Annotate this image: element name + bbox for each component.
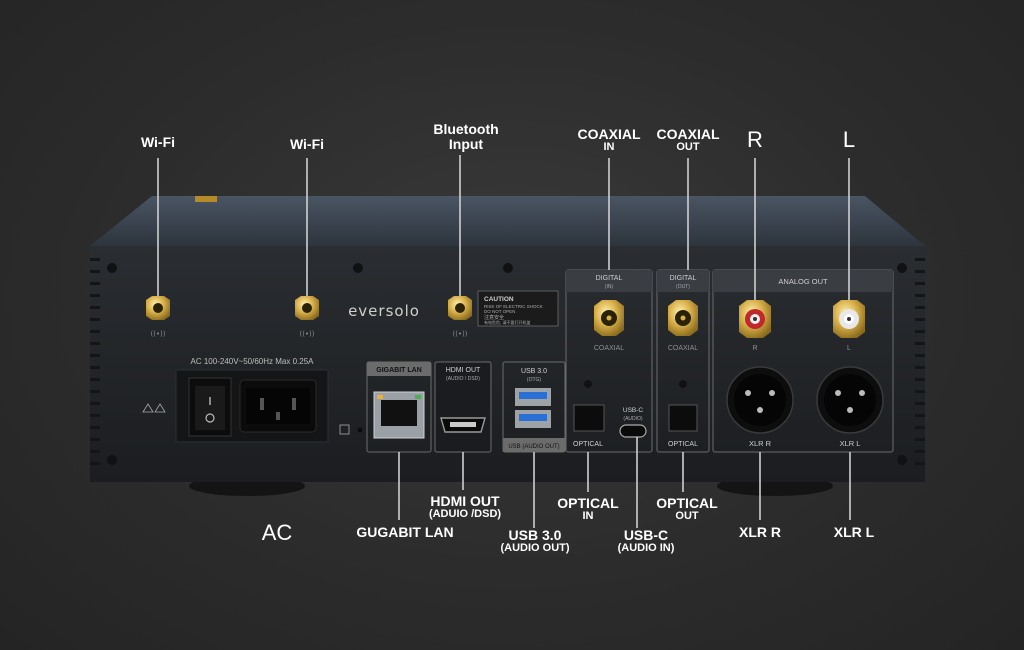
- label-coaxial-in: COAXIAL IN: [577, 126, 641, 153]
- svg-text:DIGITAL: DIGITAL: [670, 275, 697, 282]
- brand-logo: eversolo: [348, 302, 420, 320]
- iec-inlet: [239, 379, 317, 433]
- svg-text:(AUDIO): (AUDIO): [623, 416, 643, 422]
- svg-text:(OTG): (OTG): [527, 377, 541, 383]
- label-optical-in: OPTICAL IN: [557, 495, 619, 522]
- chassis-top: [90, 196, 925, 246]
- svg-text:R: R: [752, 345, 757, 352]
- label-hdmi-out: HDMI OUT (ADUIO /DSD): [428, 493, 502, 520]
- label-usb-30: USB 3.0 (AUDIO OUT): [500, 527, 570, 554]
- ground-screw: [357, 427, 363, 433]
- label-analog-l: L: [842, 127, 856, 152]
- wifi-connector-2: ((•)): [295, 296, 319, 338]
- svg-text:COAXIAL: COAXIAL: [668, 345, 698, 352]
- caution-label: CAUTION RISK OF ELECTRIC SHOCK DO NOT OP…: [477, 290, 559, 327]
- label-xlr-l: XLR L: [833, 524, 875, 540]
- svg-text:(AUDIO / DSD): (AUDIO / DSD): [446, 376, 480, 382]
- svg-text:ANALOG OUT: ANALOG OUT: [778, 277, 828, 286]
- svg-text:注意安全: 注意安全: [484, 314, 504, 321]
- svg-text:DIGITAL: DIGITAL: [596, 275, 623, 282]
- svg-text:OPTICAL: OPTICAL: [573, 441, 603, 448]
- leader-lines-top: [157, 155, 850, 300]
- svg-text:有电危险, 请不要打开机盖: 有电危险, 请不要打开机盖: [484, 319, 531, 325]
- leader-lines-bottom: [398, 437, 851, 528]
- label-wifi-2: Wi-Fi: [289, 136, 325, 152]
- wifi-connector-1: ((•)): [146, 296, 170, 338]
- warning-symbols: [142, 403, 166, 413]
- svg-text:RISK OF ELECTRIC SHOCK: RISK OF ELECTRIC SHOCK: [484, 304, 543, 309]
- svg-text:USB (AUDIO OUT): USB (AUDIO OUT): [508, 444, 559, 450]
- svg-text:XLR L: XLR L: [840, 439, 861, 448]
- svg-text:CAUTION: CAUTION: [484, 296, 514, 303]
- label-gigabit-lan: GUGABIT LAN: [356, 524, 454, 540]
- right-fins: [915, 258, 925, 465]
- svg-text:USB-C: USB-C: [623, 407, 644, 414]
- label-bluetooth-input: Bluetooth Input: [433, 121, 499, 152]
- svg-text:((•)): ((•)): [452, 330, 467, 338]
- bluetooth-connector: ((•)): [448, 296, 472, 338]
- svg-text:(OUT): (OUT): [676, 284, 690, 290]
- svg-text:COAXIAL: COAXIAL: [594, 345, 624, 352]
- label-optical-out: OPTICAL OUT: [656, 495, 718, 522]
- usb30-section: USB 3.0 (OTG) USB (AUDIO OUT): [502, 361, 566, 453]
- digital-out-section: DIGITAL (OUT) COAXIAL OPTICAL: [656, 269, 710, 453]
- svg-text:USB 3.0: USB 3.0: [521, 368, 547, 375]
- svg-text:(IN): (IN): [605, 284, 614, 290]
- hdmi-section: HDMI OUT (AUDIO / DSD): [434, 361, 492, 453]
- label-analog-r: R: [747, 127, 763, 152]
- svg-text:L: L: [847, 345, 851, 352]
- svg-text:GIGABIT LAN: GIGABIT LAN: [376, 367, 422, 374]
- svg-text:DO NOT OPEN: DO NOT OPEN: [484, 309, 515, 314]
- power-switch: [188, 377, 232, 437]
- screws: [107, 263, 907, 465]
- top-gold-tab: [195, 196, 217, 202]
- ac-rating-text: AC 100-240V~50/60Hz Max 0.25A: [191, 357, 315, 366]
- svg-text:OPTICAL: OPTICAL: [668, 441, 698, 448]
- svg-text:XLR R: XLR R: [749, 439, 772, 448]
- svg-text:((•)): ((•)): [299, 330, 314, 338]
- digital-in-section: DIGITAL (IN) COAXIAL OPTICAL USB-C (AUDI…: [565, 269, 653, 453]
- svg-text:((•)): ((•)): [150, 330, 165, 338]
- label-ac: AC: [261, 520, 293, 545]
- label-wifi-1: Wi-Fi: [140, 134, 176, 150]
- ground-mark: [339, 424, 350, 435]
- label-xlr-r: XLR R: [739, 524, 781, 540]
- label-usb-c: USB-C (AUDIO IN): [617, 527, 675, 554]
- label-coaxial-out: COAXIAL OUT: [656, 126, 720, 153]
- svg-text:HDMI OUT: HDMI OUT: [446, 367, 481, 374]
- lan-section: GIGABIT LAN: [366, 361, 432, 453]
- left-fins: [90, 258, 100, 465]
- analog-out-section: ANALOG OUT R L XLR R XLR L: [712, 269, 894, 453]
